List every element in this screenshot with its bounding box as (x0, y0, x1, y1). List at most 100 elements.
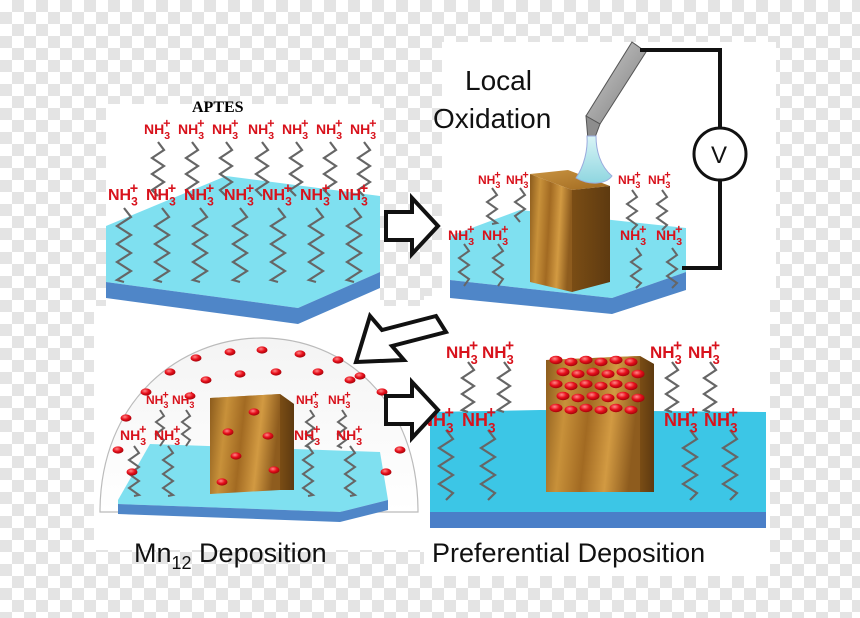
alkyl-chain (663, 361, 680, 414)
substrate-side (430, 512, 766, 528)
arrow-right-icon (384, 376, 441, 444)
alkyl-chain (322, 141, 338, 197)
amine-label: NH3+ (648, 170, 671, 191)
mn12-particle (294, 350, 306, 358)
mn12-particle (579, 379, 593, 389)
amine-label: NH3+ (108, 181, 138, 209)
mn12-particle (312, 368, 324, 376)
amine-label: NH3+ (462, 404, 496, 435)
mn12-particle (190, 354, 202, 362)
mn12-particle (270, 368, 282, 376)
aptes-chains (127, 409, 358, 497)
mn12-particle (601, 393, 615, 403)
mn12-particle (120, 414, 132, 422)
oxide-block (530, 170, 610, 292)
mn12-particle (556, 391, 570, 401)
amine-label: NH3+ (144, 117, 170, 142)
mn12-particle (564, 381, 578, 391)
alkyl-chain (344, 207, 364, 284)
mn12-particle (631, 393, 645, 403)
alkyl-chain (218, 141, 234, 197)
mn12-particle (616, 367, 630, 377)
aptes-amine-labels: NH3+NH3+NH3+NH3+NH3+NH3+NH3+NH3+ (420, 337, 738, 435)
mn12-particle (376, 388, 388, 396)
amine-label: NH3+ (664, 404, 698, 435)
mn12-particle (564, 357, 578, 367)
amine-label: NH3+ (620, 223, 646, 248)
mn12-particle (616, 391, 630, 401)
amine-label: NH3+ (336, 423, 362, 448)
alkyl-chain (190, 207, 210, 284)
alkyl-chain (154, 409, 166, 447)
amine-label: NH3+ (656, 223, 682, 248)
alkyl-chain (184, 141, 200, 197)
mn12-particle (344, 376, 356, 384)
alkyl-chain (152, 207, 172, 284)
amine-label: NH3+ (248, 117, 274, 142)
mn12-particle (594, 357, 608, 367)
amine-label: NH3+ (688, 337, 720, 367)
amine-label: NH3+ (282, 117, 308, 142)
mn12-particle (594, 405, 608, 415)
mn12-particle (230, 452, 242, 460)
amine-label: NH3+ (120, 423, 146, 448)
alkyl-chain (457, 243, 471, 287)
mn12-particle (586, 391, 600, 401)
mn12-particle (112, 446, 124, 454)
aptes-chains-front (114, 207, 364, 284)
mn12-particle (624, 405, 638, 415)
aptes-chains (457, 187, 679, 289)
mn12-particles (112, 346, 406, 486)
amine-label: NH3+ (212, 117, 238, 142)
alkyl-chain (356, 141, 372, 197)
amine-label: NH3+ (618, 170, 641, 191)
amine-label: NH3+ (184, 181, 214, 209)
mn12-particle (579, 403, 593, 413)
mn12-particle (126, 468, 138, 476)
alkyl-chain (495, 361, 512, 414)
arrow-down-left-icon (353, 311, 450, 365)
mn12-particle (571, 369, 585, 379)
alkyl-chain (436, 429, 456, 501)
mn12-particle (216, 478, 228, 486)
mn12-particle (549, 403, 563, 413)
alkyl-chain (343, 445, 358, 497)
amine-label: NH3+ (506, 170, 529, 191)
arrow-right-icon (384, 192, 441, 260)
mn12-particle (268, 466, 280, 474)
amine-label: NH3+ (650, 337, 682, 367)
alkyl-chain (114, 207, 134, 284)
amine-label: NH3+ (178, 117, 204, 142)
circuit-wire (640, 48, 722, 128)
amine-label: NH3+ (338, 181, 368, 209)
alkyl-chain (254, 141, 270, 197)
mn12-particle (579, 355, 593, 365)
alkyl-chain (180, 409, 192, 447)
mn12-particle (354, 372, 366, 380)
amine-label: NH3+ (448, 223, 474, 248)
alkyl-chain (491, 243, 505, 287)
mn12-particle (601, 369, 615, 379)
alkyl-chain (304, 409, 316, 449)
mn12-particle (564, 405, 578, 415)
amine-label: NH3+ (704, 404, 738, 435)
alkyl-chain (665, 247, 679, 289)
aptes-amine-labels: NH3+NH3+NH3+NH3+NH3+NH3+NH3+NH3+ (120, 390, 362, 448)
panel-preferential-deposition: NH3+NH3+NH3+NH3+NH3+NH3+NH3+NH3+ Prefere… (420, 337, 766, 568)
alkyl-chain (161, 445, 176, 497)
amine-label: NH3+ (294, 423, 320, 448)
mn12-particle (200, 376, 212, 384)
mn12-particle (549, 355, 563, 365)
circuit-wire (682, 180, 722, 270)
amine-label: NH3+ (300, 181, 330, 209)
mn12-particle (140, 388, 152, 396)
mn12-particle (248, 408, 260, 416)
alkyl-chain (150, 141, 166, 197)
mn12-particle (586, 367, 600, 377)
mn12-particle (594, 381, 608, 391)
preferential-caption: Preferential Deposition (432, 538, 705, 568)
substrate-side (118, 500, 388, 522)
mn12-particles-on-block (549, 355, 645, 415)
oxidation-title-line2: Oxidation (433, 103, 551, 134)
oxide-block (210, 394, 294, 494)
